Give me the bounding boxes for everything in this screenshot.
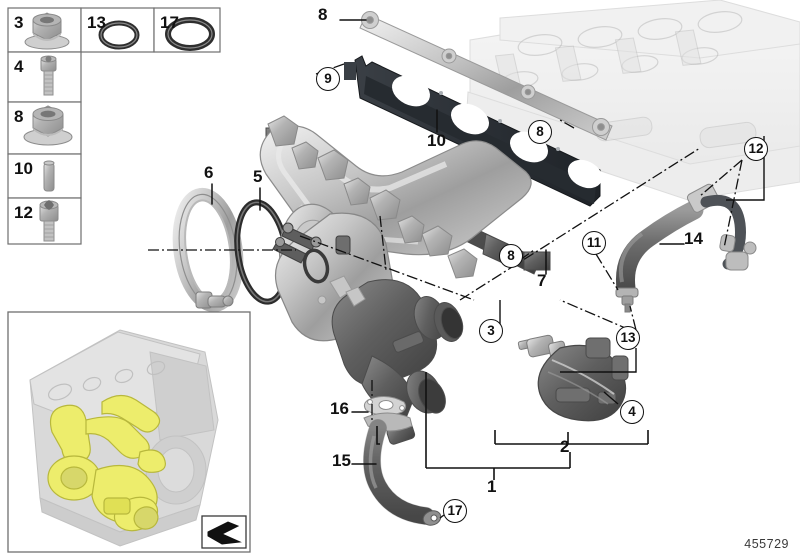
callout-15: 15 xyxy=(332,451,351,470)
legend-number-3: 3 xyxy=(14,13,24,32)
legend-number-8: 8 xyxy=(14,107,24,126)
callout-1: 1 xyxy=(487,477,497,496)
callout-13-lower: 13 xyxy=(616,326,640,350)
callout-3: 3 xyxy=(479,319,503,343)
bracket-group-1 xyxy=(425,372,571,480)
coolant-return-hose xyxy=(615,183,757,313)
dowel-pin-icon xyxy=(43,160,55,192)
exhaust-manifold-gasket xyxy=(344,55,603,207)
callout-2: 2 xyxy=(560,437,570,456)
callout-11: 10 xyxy=(427,131,446,150)
callout-16: 16 xyxy=(330,399,349,418)
legend-number-10: 10 xyxy=(14,159,33,178)
retaining-strip xyxy=(359,11,613,141)
flange-nut-icon-3 xyxy=(24,12,70,50)
socket-head-bolt-icon xyxy=(40,55,57,96)
highlighted-turbo-components xyxy=(47,394,166,532)
callout-8-lower: 8 xyxy=(499,244,523,268)
legend-number-12: 12 xyxy=(14,203,33,222)
wastegate-linkage xyxy=(272,222,351,284)
view-direction-arrow-icon xyxy=(201,515,247,549)
oil-return-pipe-gasket xyxy=(363,396,407,416)
small-seal-ring-icon xyxy=(98,20,140,50)
callout-5: 5 xyxy=(253,167,263,186)
hose-mount-bolt xyxy=(615,287,639,313)
callout-4: 4 xyxy=(620,400,644,424)
legend-number-4: 4 xyxy=(14,57,24,76)
callout-10: 9 xyxy=(316,67,340,91)
large-seal-ring-icon xyxy=(165,17,215,51)
bracket-group-2 xyxy=(376,426,649,445)
callout-14: 14 xyxy=(684,229,703,248)
electric-wastegate-actuator xyxy=(517,334,629,422)
flange-nut-icon-8 xyxy=(23,105,73,146)
turbocharger-assembly xyxy=(272,203,464,445)
legend-number-13: 13 xyxy=(87,13,106,32)
callout-8-upper: 8 xyxy=(528,120,552,144)
callout-12: 11 xyxy=(582,231,606,255)
diagram-part-number: 455729 xyxy=(744,537,789,551)
callout-13-upper: 12 xyxy=(744,137,768,161)
callout-17: 17 xyxy=(443,499,467,523)
torx-bolt-icon xyxy=(39,200,59,242)
legend-number-17: 17 xyxy=(160,13,179,32)
oil-return-pipe xyxy=(363,412,442,526)
callout-6: 6 xyxy=(204,163,214,182)
callout-7: 7 xyxy=(537,271,547,290)
callout-9: 8 xyxy=(318,5,328,24)
